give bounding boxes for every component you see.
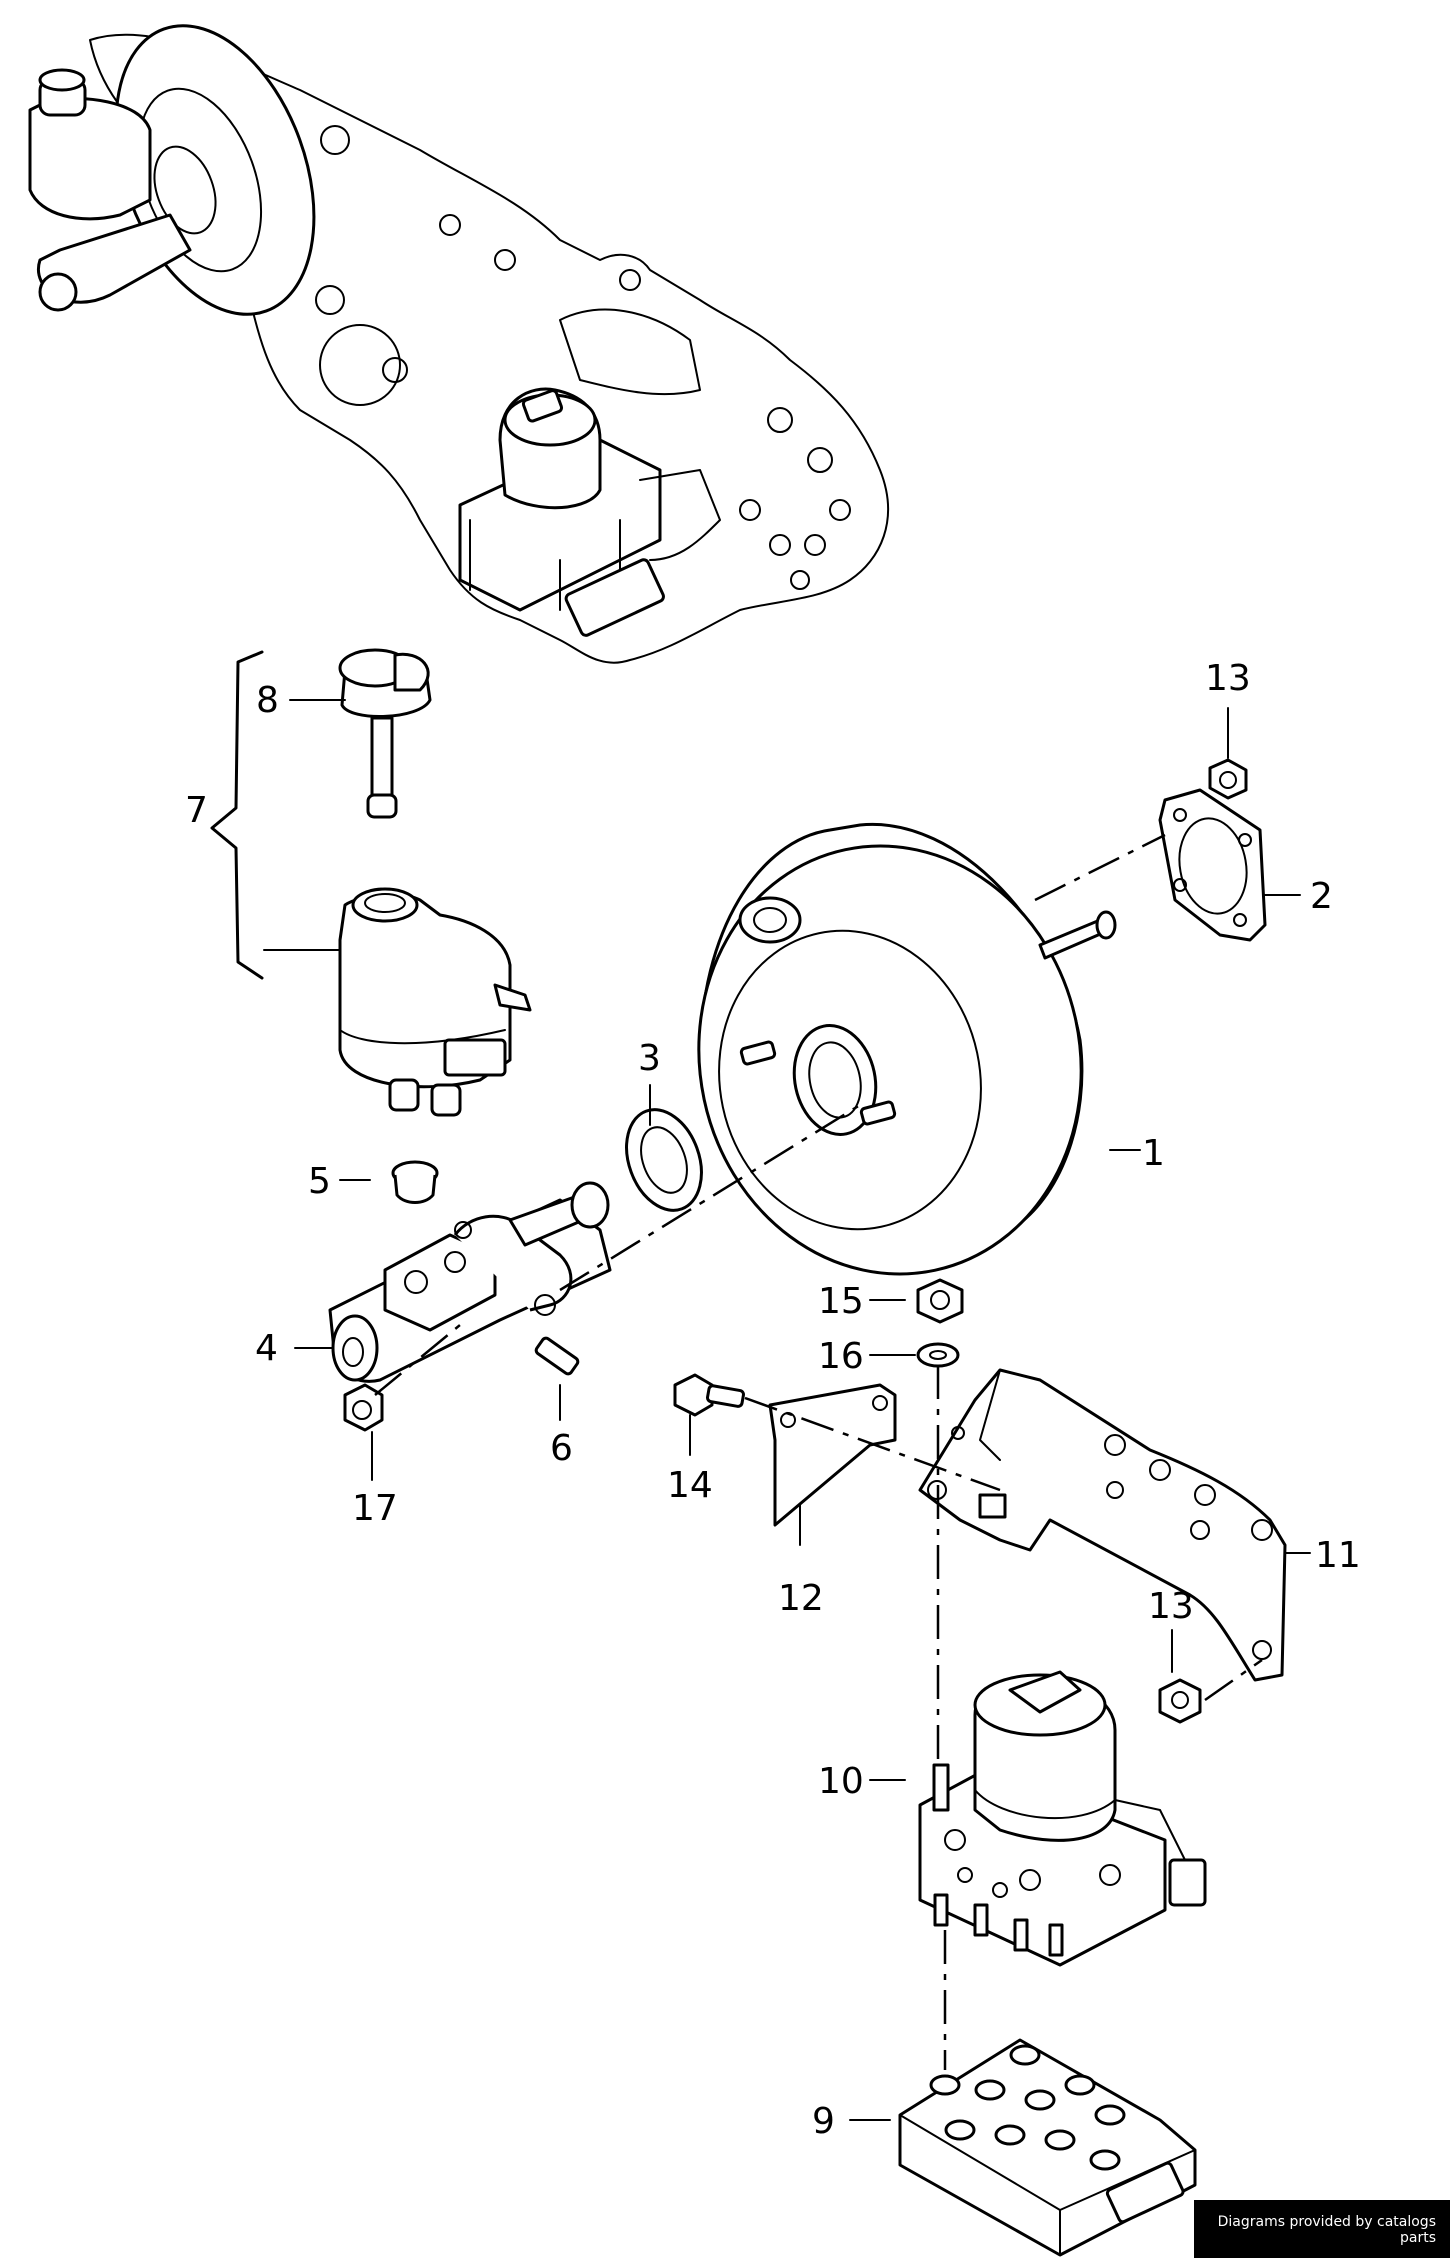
label-5: 5 (308, 1161, 331, 1202)
brake-fluid-reservoir (338, 887, 532, 1117)
label-4: 4 (255, 1328, 278, 1369)
label-14: 14 (667, 1465, 713, 1506)
part-13-nut-lower (1158, 1678, 1202, 1724)
label-13-top: 13 (1205, 658, 1251, 699)
bracket-7 (210, 650, 264, 980)
part-4-master-cylinder (328, 1181, 612, 1383)
label-12: 12 (778, 1578, 824, 1619)
label-1: 1 (1142, 1133, 1165, 1174)
part-16-washer (916, 1342, 960, 1368)
label-6: 6 (550, 1428, 573, 1469)
label-15: 15 (818, 1281, 864, 1322)
credit-banner[interactable]: Diagrams provided by catalogs parts (1194, 2200, 1450, 2258)
leader-lines (263, 699, 1311, 2121)
label-8: 8 (256, 680, 279, 721)
part-12-bracket-plate (768, 1383, 897, 1527)
part-15-nut (916, 1278, 964, 1324)
label-9: 9 (812, 2101, 835, 2142)
alignment-lines (374, 833, 1263, 2070)
part-1-brake-booster (697, 822, 1117, 1276)
part-17-nut (343, 1383, 384, 1432)
part-6-pin (534, 1336, 580, 1376)
label-7: 7 (185, 790, 208, 831)
callout-labels: 1 2 3 4 5 6 7 8 9 10 11 12 13 13 14 15 1… (185, 658, 1361, 2142)
part-14-bolt (673, 1373, 745, 1417)
part-3-seal-ring (625, 1108, 703, 1212)
part-11-mounting-bracket (918, 1368, 1287, 1682)
part-9-control-module (898, 2038, 1197, 2257)
label-10: 10 (818, 1761, 864, 1802)
label-3: 3 (638, 1038, 661, 1079)
label-17: 17 (352, 1488, 398, 1529)
label-11: 11 (1315, 1535, 1361, 1576)
overview-assembly (28, 24, 889, 664)
part-10-hydraulic-unit (918, 1670, 1207, 1967)
label-2: 2 (1310, 876, 1333, 917)
label-13-lower: 13 (1148, 1586, 1194, 1627)
part-5-grommet (391, 1160, 439, 1204)
part-13-nut-top (1208, 758, 1248, 800)
label-16: 16 (818, 1336, 864, 1377)
part-8-reservoir-cap (338, 648, 432, 819)
part-2-gasket (1158, 788, 1267, 942)
